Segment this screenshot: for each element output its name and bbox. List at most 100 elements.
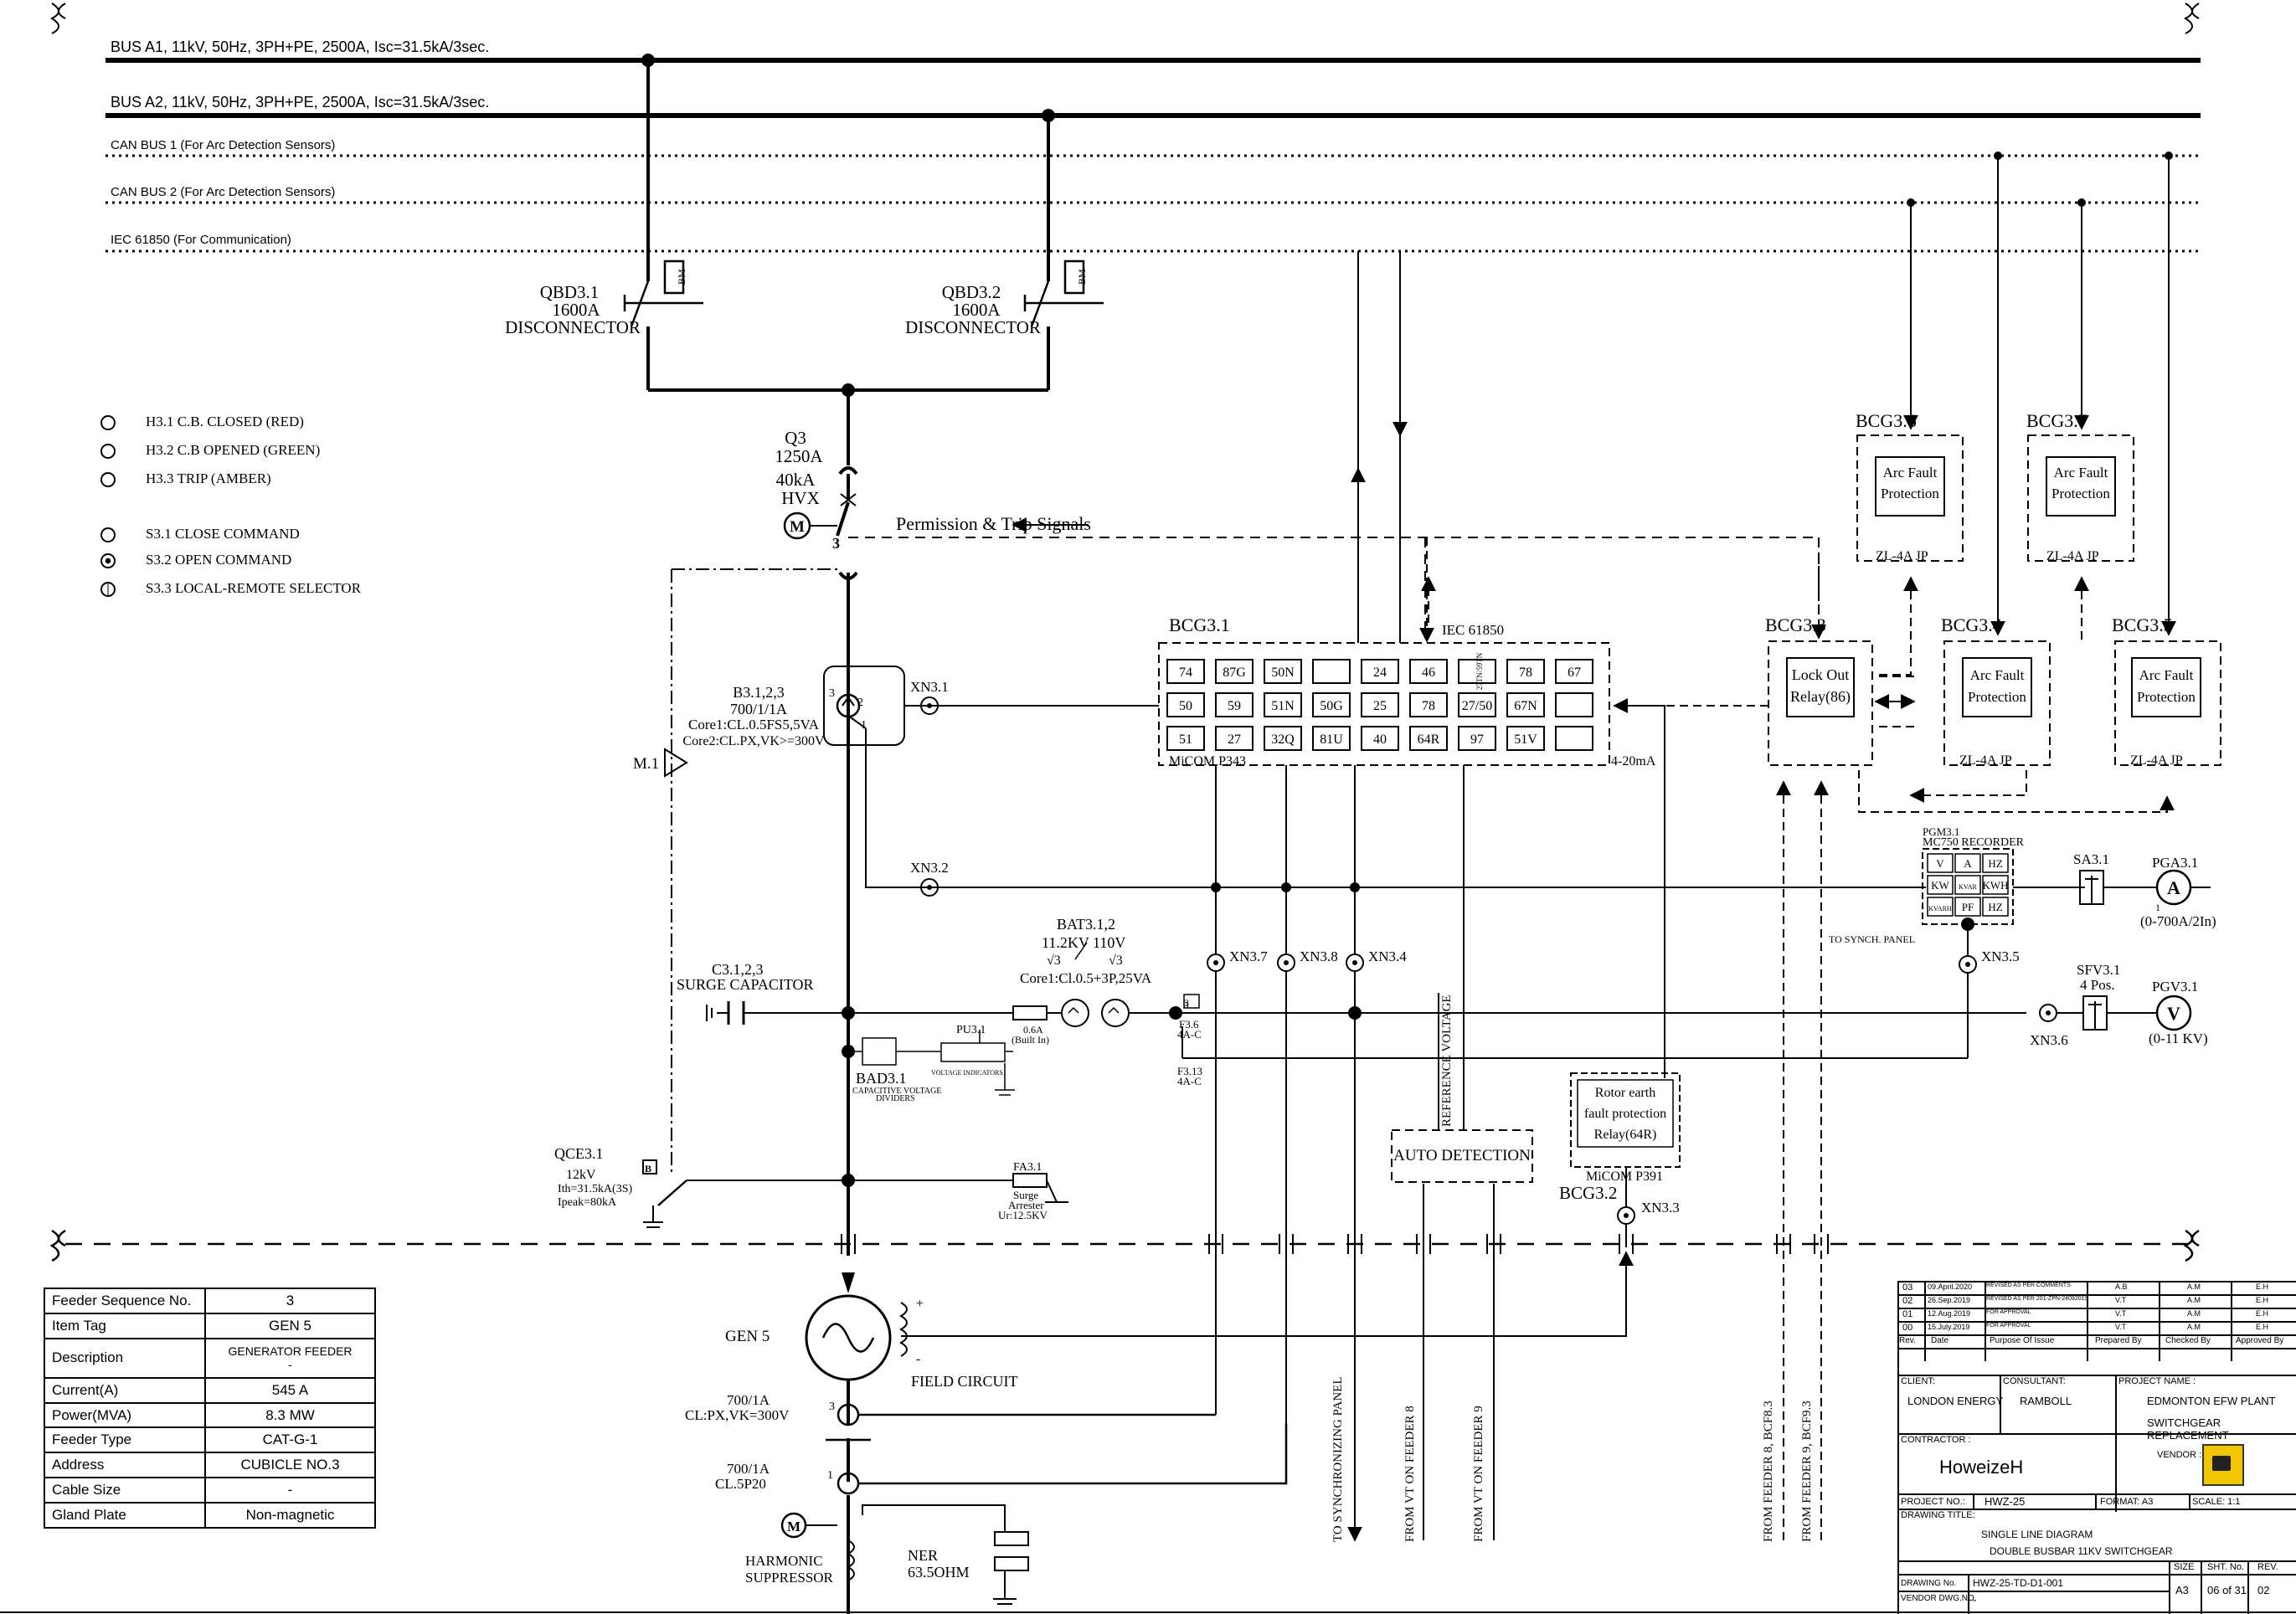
title-block-text: LONDON ENERGY bbox=[1907, 1395, 2004, 1407]
bus-a2-label: BUS A2, 11kV, 50Hz, 3PH+PE, 2500A, Isc=3… bbox=[111, 94, 489, 111]
svg-text:1250A: 1250A bbox=[775, 446, 823, 466]
title-block-rule bbox=[2115, 1375, 2117, 1433]
generator-gen5: GEN 5 + - FIELD CIRCUIT bbox=[725, 1251, 1634, 1390]
svg-text:BCG3.3: BCG3.3 bbox=[1765, 614, 1826, 635]
relay-function-code: 51N bbox=[1271, 699, 1295, 713]
title-block-text: RAMBOLL bbox=[2020, 1395, 2072, 1407]
can-bus-1-label: CAN BUS 1 (For Arc Detection Sensors) bbox=[111, 138, 335, 152]
permission-trip-label: Permission & Trip Signals bbox=[896, 513, 1091, 534]
svg-text:IEC 61850: IEC 61850 bbox=[1442, 622, 1504, 638]
title-block-rule bbox=[1897, 1433, 2296, 1435]
svg-text:AUTO DETECTION: AUTO DETECTION bbox=[1393, 1147, 1531, 1164]
relay-function-code: 67N bbox=[1514, 699, 1537, 713]
svg-text:Protection: Protection bbox=[2051, 486, 2110, 501]
title-block-text: 12.Aug.2019 bbox=[1928, 1309, 1971, 1318]
svg-text:VOLTAGE INDICATORS: VOLTAGE INDICATORS bbox=[931, 1069, 1003, 1077]
feeder-table-key: Power(MVA) bbox=[44, 1401, 206, 1429]
meter-cell bbox=[1954, 897, 1981, 917]
title-block-text: V.T bbox=[2115, 1309, 2127, 1318]
svg-text:3: 3 bbox=[829, 1401, 835, 1413]
svg-text:Protection: Protection bbox=[2137, 689, 2196, 705]
relay-function-cell bbox=[1166, 692, 1205, 717]
title-block-text: SIZE bbox=[2174, 1562, 2195, 1572]
svg-text:-: - bbox=[916, 1352, 920, 1366]
svg-text:Arc Fault: Arc Fault bbox=[1883, 465, 1938, 481]
relay-function-cell bbox=[1215, 659, 1254, 684]
title-block-text: VENDOR : bbox=[2157, 1450, 2202, 1460]
relay-function-code: 81U bbox=[1320, 732, 1343, 747]
relay-function-cell bbox=[1409, 659, 1448, 684]
title-block-text: PROJECT NAME : bbox=[2118, 1376, 2196, 1386]
title-block-rule bbox=[1973, 1493, 1974, 1509]
meter-cell bbox=[1927, 853, 1954, 873]
title-block-text: A.M bbox=[2187, 1323, 2201, 1331]
feeder-value-line: - bbox=[288, 1358, 292, 1372]
relay-function-code: 51V bbox=[1514, 732, 1537, 747]
feeder-table-row: Current(A)545 A bbox=[44, 1376, 376, 1404]
svg-text:3: 3 bbox=[1184, 997, 1189, 1009]
feeder-table-value: 3 bbox=[204, 1288, 376, 1314]
title-block-rule bbox=[2115, 1433, 2117, 1512]
svg-text:SA3.1: SA3.1 bbox=[2073, 851, 2109, 867]
svg-text:XN3.2: XN3.2 bbox=[910, 860, 949, 876]
title-block-text: 02 bbox=[2257, 1584, 2270, 1596]
feeder-table-value: CUBICLE NO.3 bbox=[204, 1452, 376, 1479]
arc-unit-bcg3-4: BCG3.4 Arc Fault Protection ZL-4A JP bbox=[1941, 614, 2051, 768]
relay-function-cell bbox=[1458, 726, 1496, 751]
title-block-text: VENDOR DWG.NO. bbox=[1901, 1594, 1977, 1603]
relay-function-cell bbox=[1361, 659, 1399, 684]
svg-text:4A-C: 4A-C bbox=[1177, 1075, 1202, 1087]
ner: NER 63.5OHM bbox=[862, 1504, 1029, 1605]
feeder-table-key: Feeder Type bbox=[44, 1426, 206, 1454]
title-block-rule bbox=[2095, 1493, 2097, 1509]
can-bus-2-label: CAN BUS 2 (For Arc Detection Sensors) bbox=[111, 185, 335, 199]
svg-text:Surge: Surge bbox=[1013, 1189, 1038, 1201]
meter-cell bbox=[1954, 875, 1981, 895]
title-block-rule bbox=[1897, 1281, 1899, 1361]
title-block-rule bbox=[1897, 1348, 2296, 1349]
svg-text:M: M bbox=[790, 518, 805, 536]
svg-text:Core1:Cl.0.5+3P,25VA: Core1:Cl.0.5+3P,25VA bbox=[1020, 970, 1152, 986]
title-block-rule bbox=[1897, 1294, 2296, 1296]
title-block-rule bbox=[1897, 1308, 2296, 1309]
label-from-vt-f9: FROM VT ON FEEDER 9 bbox=[1472, 1406, 1485, 1542]
feeder-table-key: Current(A) bbox=[44, 1376, 206, 1404]
title-block-text: A.M bbox=[2187, 1296, 2201, 1304]
breaker-q3: Q3 1250A 40kA HVX M 3 bbox=[775, 428, 840, 552]
meter-cell-label: V bbox=[1936, 857, 1944, 870]
svg-text:11.2KV 110V: 11.2KV 110V bbox=[1042, 934, 1125, 951]
svg-text:DIVIDERS: DIVIDERS bbox=[876, 1094, 915, 1103]
title-block-text: A.M bbox=[2187, 1309, 2201, 1318]
title-block-text: Checked By bbox=[2165, 1336, 2211, 1345]
title-block-text: E.H bbox=[2256, 1296, 2269, 1304]
title-block-rule bbox=[1897, 1591, 2169, 1592]
qbd3-1-badge: BM bbox=[676, 269, 687, 285]
svg-text:+: + bbox=[916, 1297, 924, 1311]
relay-function-cell bbox=[1312, 692, 1351, 717]
relay-function-cell bbox=[1264, 659, 1302, 684]
relay-function-cell bbox=[1555, 692, 1593, 717]
qbd3-2-tag: QBD3.2 bbox=[942, 282, 1001, 302]
relay-function-cell bbox=[1361, 692, 1399, 717]
bad3-1: BAD3.1 CAPACITIVE VOLTAGE DIVIDERS bbox=[852, 1070, 941, 1103]
title-block-text: - bbox=[1973, 1594, 1976, 1606]
relay-function-code: 87G bbox=[1223, 666, 1246, 680]
svg-text:SUPPRESSOR: SUPPRESSOR bbox=[745, 1570, 834, 1586]
relay-function-code: 32Q bbox=[1271, 732, 1295, 747]
relay-function-code: 97 bbox=[1470, 732, 1484, 747]
svg-text:2: 2 bbox=[857, 696, 863, 709]
feeder-table-value: - bbox=[204, 1477, 376, 1504]
svg-text:Core2:CL.PX,VK>=300V: Core2:CL.PX,VK>=300V bbox=[682, 734, 825, 748]
meter-cell bbox=[1982, 875, 2009, 895]
title-block-text: A.B bbox=[2115, 1282, 2128, 1291]
title-block-text: 03 bbox=[1902, 1282, 1913, 1293]
svg-text:√3: √3 bbox=[1047, 953, 1061, 968]
svg-text:Ur:12.5KV: Ur:12.5KV bbox=[998, 1209, 1048, 1221]
relay-function-code: 78 bbox=[1519, 666, 1532, 680]
title-block-rule bbox=[1897, 1560, 2296, 1562]
ct-b3-1 bbox=[823, 666, 905, 746]
